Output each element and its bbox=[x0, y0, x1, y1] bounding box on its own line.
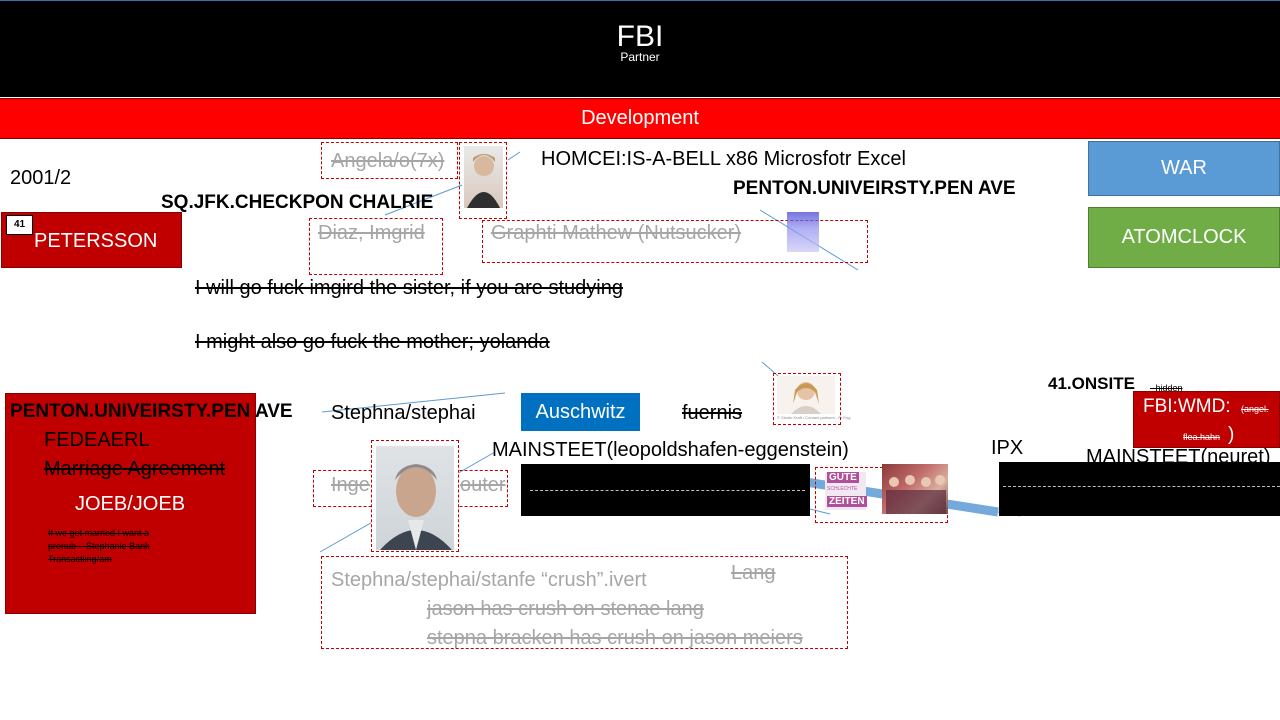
joeb-label: JOEB/JOEB bbox=[75, 493, 186, 515]
sentence-1: I will go fuck imgird the sister, if you… bbox=[195, 277, 623, 299]
photo-caption: © Studio Kraft / Contact partners - Fr E… bbox=[777, 415, 851, 420]
diaz-label: Diaz, Imgrid bbox=[318, 222, 425, 244]
onsite-suffix: - hidden bbox=[1150, 383, 1183, 393]
note-line-2: prenub – Stephanie Bank bbox=[48, 541, 150, 551]
wmd-small-2: flea.hahn bbox=[1183, 432, 1221, 442]
note-line-3: Transactiing/am bbox=[48, 554, 112, 564]
diaz-box bbox=[309, 218, 443, 275]
graphti-label: Graphti Mathew (Nutsucker) bbox=[491, 222, 742, 244]
crush-title: Stephna/stephai/stanfe “crush”.ivert bbox=[331, 569, 647, 591]
connector-line bbox=[321, 392, 506, 413]
connector-line bbox=[507, 151, 521, 161]
crush-line-2: stepna bracken has crush on jason meiers bbox=[427, 627, 803, 649]
outer-label: outer bbox=[460, 474, 506, 496]
onsite-label: 41.ONSITE bbox=[1048, 374, 1135, 393]
wmd-label: FBI:WMD: bbox=[1143, 396, 1231, 417]
page-subtitle: Partner bbox=[620, 50, 660, 64]
penton-top-label: PENTON.UNIVEIRSTY.PEN AVE bbox=[733, 178, 1016, 199]
inge-label: Inge bbox=[331, 474, 370, 496]
red-panel bbox=[5, 393, 256, 614]
fuernis-label: fuernis bbox=[682, 402, 743, 424]
crush-box bbox=[321, 556, 848, 649]
fedeaerl-label: FEDEAERL bbox=[44, 429, 150, 451]
stephna-label: Stephna/stephai bbox=[331, 402, 476, 424]
petersson-badge: 41 bbox=[6, 215, 33, 235]
year-label: 2001/2 bbox=[10, 167, 72, 189]
person-photo-icon bbox=[376, 446, 454, 550]
homcei-label: HOMCEI:IS-A-BELL x86 Microsfotr Excel bbox=[541, 148, 906, 170]
sentence-2: I might also go fuck the mother; yolanda bbox=[195, 331, 550, 353]
small-image-icon bbox=[787, 212, 819, 252]
dashed-line bbox=[530, 490, 805, 491]
gute-zeiten-line-1: GUTE bbox=[827, 472, 859, 483]
person-photo-icon bbox=[464, 146, 503, 208]
angela-label: Angela/o(7x) bbox=[331, 150, 445, 172]
photo-frame-1 bbox=[459, 142, 507, 219]
connector-line bbox=[384, 184, 463, 216]
marriage-label: Marriage Agreement bbox=[44, 458, 226, 480]
gute-zeiten-line-4: ZEITEN bbox=[827, 496, 867, 507]
mainsteet-label: MAINSTEET(leopoldshafen-eggenstein) bbox=[492, 439, 849, 461]
development-bar: Development bbox=[0, 98, 1280, 139]
page-title: FBI bbox=[616, 20, 664, 53]
atomclock-button[interactable]: ATOMCLOCK bbox=[1088, 207, 1280, 268]
angela-box bbox=[321, 142, 458, 179]
header-bar bbox=[0, 0, 1280, 97]
crush-line-1: jason has crush on stenae lang bbox=[427, 598, 704, 620]
tv-logo-icon: GUTE SCHLECHTE ZEITEN bbox=[825, 472, 867, 510]
war-button[interactable]: WAR bbox=[1088, 141, 1280, 196]
lang-label: Lang bbox=[731, 562, 776, 584]
gute-zeiten-line-3: SCHLECHTE bbox=[827, 486, 858, 492]
petersson-label: PETERSSON bbox=[34, 230, 158, 252]
wmd-close: ) bbox=[1228, 424, 1235, 445]
tv-logo-icon bbox=[882, 464, 948, 514]
black-bar-2 bbox=[999, 462, 1280, 516]
dashed-line bbox=[1003, 486, 1280, 487]
person-photo-icon bbox=[777, 376, 835, 414]
graphti-box bbox=[482, 220, 868, 263]
ipx-label: IPX bbox=[991, 437, 1024, 459]
auschwitz-box: Auschwitz bbox=[521, 393, 640, 431]
note-line-1: If we get married I want a bbox=[48, 528, 150, 538]
wmd-small-1: (angel. bbox=[1241, 404, 1269, 414]
photo-frame-2 bbox=[773, 373, 841, 425]
wmd-box bbox=[1133, 391, 1280, 448]
sqjfk-label: SQ.JFK.CHECKPON CHALRIE bbox=[161, 192, 434, 213]
red-panel-penton-label: PENTON.UNIVEIRSTY.PEN AVE bbox=[10, 401, 293, 422]
